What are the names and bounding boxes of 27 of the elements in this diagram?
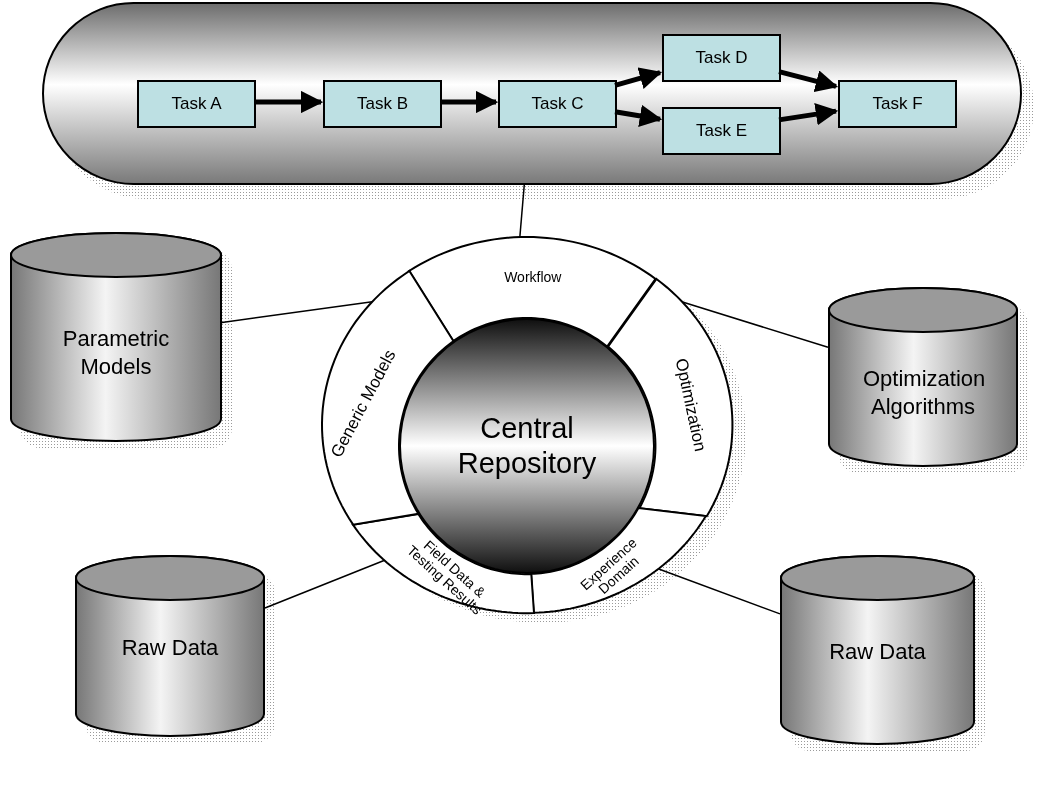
repository-label: Central Repository <box>456 411 598 481</box>
arrow <box>440 90 499 114</box>
task-label: Task A <box>171 94 222 114</box>
task-box <box>137 80 256 128</box>
arrow <box>254 90 324 114</box>
task-box <box>323 80 442 128</box>
database-label: Raw Data <box>828 638 927 666</box>
task-label: Task C <box>531 94 584 114</box>
task-box <box>498 80 617 128</box>
task-box <box>838 80 957 128</box>
segment-label: Workflow <box>503 269 563 286</box>
arrow <box>614 104 663 127</box>
connector-line <box>264 559 386 609</box>
task-box <box>662 107 781 155</box>
connector-line <box>658 568 781 615</box>
task-label: Task B <box>357 94 408 114</box>
arrow <box>614 67 663 89</box>
task-box <box>662 34 781 82</box>
database-label: Optimization Algorithms <box>863 365 983 420</box>
database-label: Raw Data <box>120 634 220 662</box>
arrow <box>778 103 839 126</box>
arrow <box>778 69 839 93</box>
task-label: Task D <box>695 48 748 68</box>
task-label: Task F <box>872 94 923 114</box>
task-label: Task E <box>696 121 747 141</box>
database-label: Parametric Models <box>61 325 171 380</box>
connector-line <box>519 184 525 238</box>
